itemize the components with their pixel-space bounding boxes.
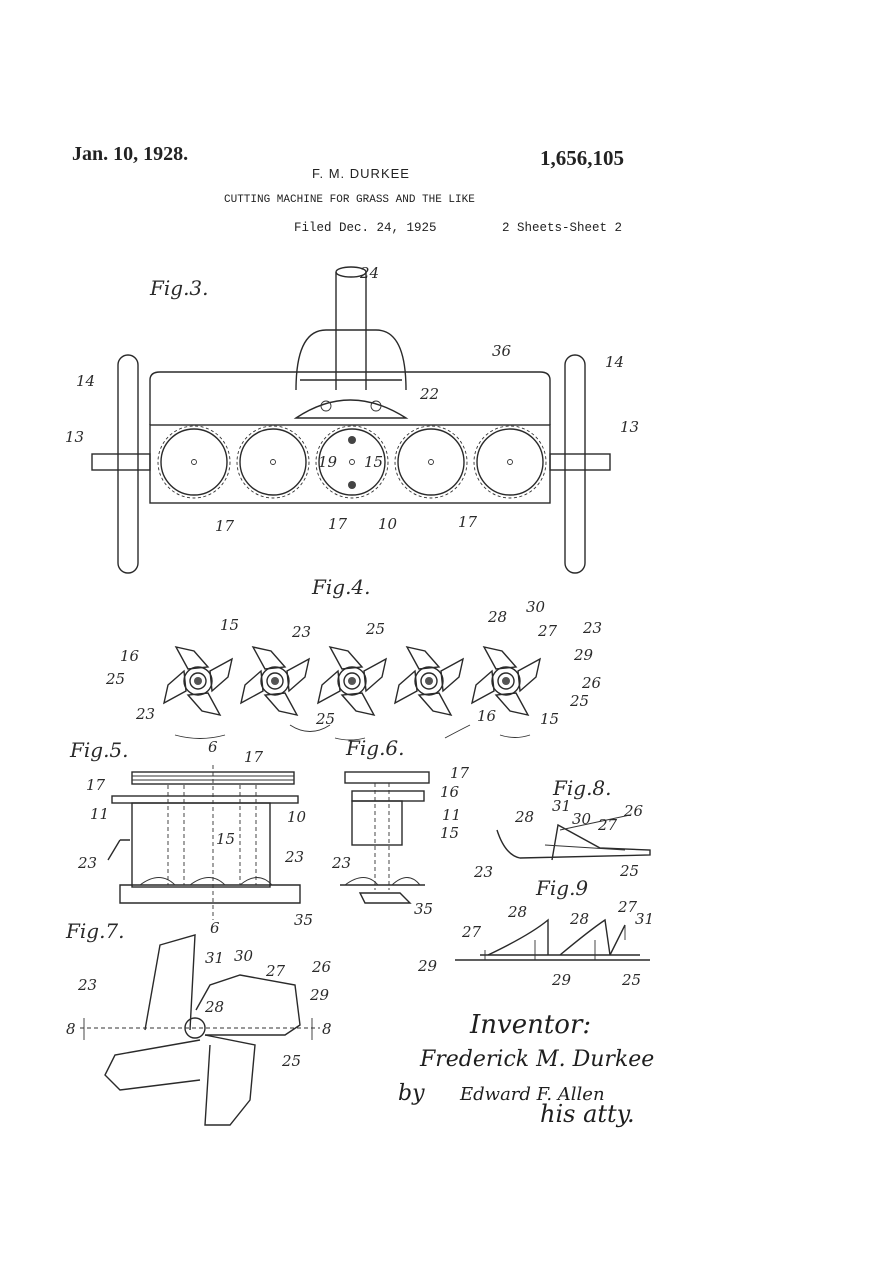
ref-26-fig4: 26 — [581, 674, 602, 692]
ref-25-fig7: 25 — [281, 1052, 301, 1070]
ref-23-fig8: 23 — [473, 863, 493, 881]
ref-26-fig8: 26 — [623, 802, 644, 820]
ref-25-fig4d: 25 — [569, 692, 589, 710]
ref-13-left: 13 — [65, 428, 84, 446]
ref-11-fig5: 11 — [90, 805, 109, 823]
ref-35-fig6: 35 — [414, 900, 433, 918]
ref-28-fig7: 28 — [204, 998, 224, 1016]
ref-15-fig6: 15 — [440, 824, 459, 842]
ref-6-bottom: 6 — [210, 919, 220, 937]
ref-25-fig4c: 25 — [315, 710, 335, 728]
ref-25-fig9: 25 — [621, 971, 641, 989]
figure-4-drawing: Fig.4. 15 16 25 23 23 25 25 28 30 27 23 … — [105, 575, 602, 741]
ref-8-right: 8 — [322, 1020, 332, 1038]
ref-17-fig6: 17 — [450, 764, 470, 782]
ref-23-fig4b: 23 — [291, 623, 311, 641]
ref-14-right: 14 — [605, 353, 624, 371]
ref-23-fig5b: 23 — [284, 848, 304, 866]
ref-31-fig7: 31 — [205, 949, 224, 967]
inventor-title: Inventor: — [469, 1010, 591, 1040]
ref-23-fig7: 23 — [77, 976, 97, 994]
fig6-label: Fig.6. — [345, 736, 405, 760]
patent-title: CUTTING MACHINE FOR GRASS AND THE LIKE — [224, 194, 475, 206]
fig4-label: Fig.4. — [311, 575, 371, 599]
ref-31-fig8: 31 — [552, 797, 571, 815]
ref-14-left: 14 — [76, 372, 95, 390]
ref-27-fig7: 27 — [265, 962, 286, 980]
ref-27-fig8: 27 — [597, 816, 618, 834]
ref-30-fig8: 30 — [572, 810, 592, 828]
ref-25-fig8: 25 — [619, 862, 639, 880]
ref-28-fig8: 28 — [514, 808, 534, 826]
attorney-role: his atty. — [540, 1100, 635, 1128]
ref-17-fig5b: 17 — [244, 748, 264, 766]
patent-date: Jan. 10, 1928. — [72, 143, 189, 165]
ref-8-left: 8 — [66, 1020, 76, 1038]
fig3-label: Fig.3. — [149, 276, 209, 300]
ref-29-fig9a: 29 — [417, 957, 438, 975]
filed-date: Filed Dec. 24, 1925 — [294, 221, 437, 235]
ref-23-fig6: 23 — [331, 854, 351, 872]
fig7-label: Fig.7. — [65, 919, 125, 943]
ref-24: 24 — [359, 264, 379, 282]
inventor-name: F. M. DURKEE — [312, 166, 410, 181]
ref-25-fig4a: 25 — [105, 670, 125, 688]
ref-26-fig7: 26 — [311, 958, 332, 976]
ref-16-fig6: 16 — [440, 783, 460, 801]
fig8-label: Fig.8. — [552, 776, 612, 800]
ref-6-top: 6 — [208, 738, 218, 756]
ref-25-fig4b: 25 — [365, 620, 385, 638]
figure-8-drawing: Fig.8. 28 31 30 27 26 23 25 — [473, 776, 651, 881]
ref-27-fig4: 27 — [537, 622, 558, 640]
signature-block: Inventor: Frederick M. Durkee by Edward … — [398, 1010, 654, 1128]
patent-number: 1,656,105 — [540, 146, 624, 170]
fig5-label: Fig.5. — [69, 738, 129, 762]
ref-23-fig4a: 23 — [135, 705, 155, 723]
figure-9-drawing: Fig.9 27 28 28 27 31 29 29 25 — [417, 876, 654, 989]
ref-16-fig4a: 16 — [120, 647, 140, 665]
ref-16-fig4b: 16 — [477, 707, 497, 725]
fig9-label: Fig.9 — [535, 876, 588, 900]
inventor-signature: Frederick M. Durkee — [419, 1047, 654, 1072]
ref-17-fig3b: 17 — [328, 515, 348, 533]
by-word: by — [398, 1081, 425, 1106]
ref-29-fig9b: 29 — [551, 971, 572, 989]
ref-36: 36 — [492, 342, 512, 360]
ref-29-fig7: 29 — [309, 986, 330, 1004]
ref-11-fig6: 11 — [442, 806, 461, 824]
ref-23-fig4c: 23 — [582, 619, 602, 637]
ref-10-fig5: 10 — [287, 808, 307, 826]
ref-30-fig4: 30 — [526, 598, 546, 616]
ref-28-fig9a: 28 — [507, 903, 527, 921]
ref-17-fig3a: 17 — [215, 517, 235, 535]
ref-30-fig7: 30 — [234, 947, 254, 965]
ref-17-fig5a: 17 — [86, 776, 106, 794]
ref-19: 19 — [318, 453, 338, 471]
sheet-count: 2 Sheets-Sheet 2 — [502, 221, 623, 235]
ref-28-fig9b: 28 — [569, 910, 589, 928]
ref-29-fig4: 29 — [573, 646, 594, 664]
ref-15-fig4b: 15 — [540, 710, 559, 728]
ref-15-fig5: 15 — [216, 830, 235, 848]
ref-13-right: 13 — [620, 418, 639, 436]
attorney-signature: Edward F. Allen — [459, 1084, 605, 1105]
figure-6-drawing: Fig.6. 17 16 11 15 23 35 — [331, 736, 470, 918]
ref-22: 22 — [419, 385, 439, 403]
figure-5-drawing: Fig.5. 6 6 17 17 11 10 15 23 23 35 — [69, 738, 313, 937]
ref-35-fig5: 35 — [294, 911, 313, 929]
ref-28-fig4: 28 — [487, 608, 507, 626]
ref-17-fig3c: 17 — [458, 513, 478, 531]
ref-31-fig9: 31 — [635, 910, 654, 928]
ref-10-fig3: 10 — [378, 515, 398, 533]
ref-27-fig9b: 27 — [617, 898, 638, 916]
ref-27-fig9a: 27 — [461, 923, 482, 941]
figure-7-drawing: Fig.7. 23 31 30 27 26 29 28 8 8 25 — [65, 919, 332, 1126]
ref-15-fig3: 15 — [364, 453, 383, 471]
figure-3-drawing: Fig.3. 24 36 22 14 14 13 13 — [65, 264, 639, 574]
ref-15-fig4a: 15 — [220, 616, 239, 634]
ref-23-fig5a: 23 — [77, 854, 97, 872]
